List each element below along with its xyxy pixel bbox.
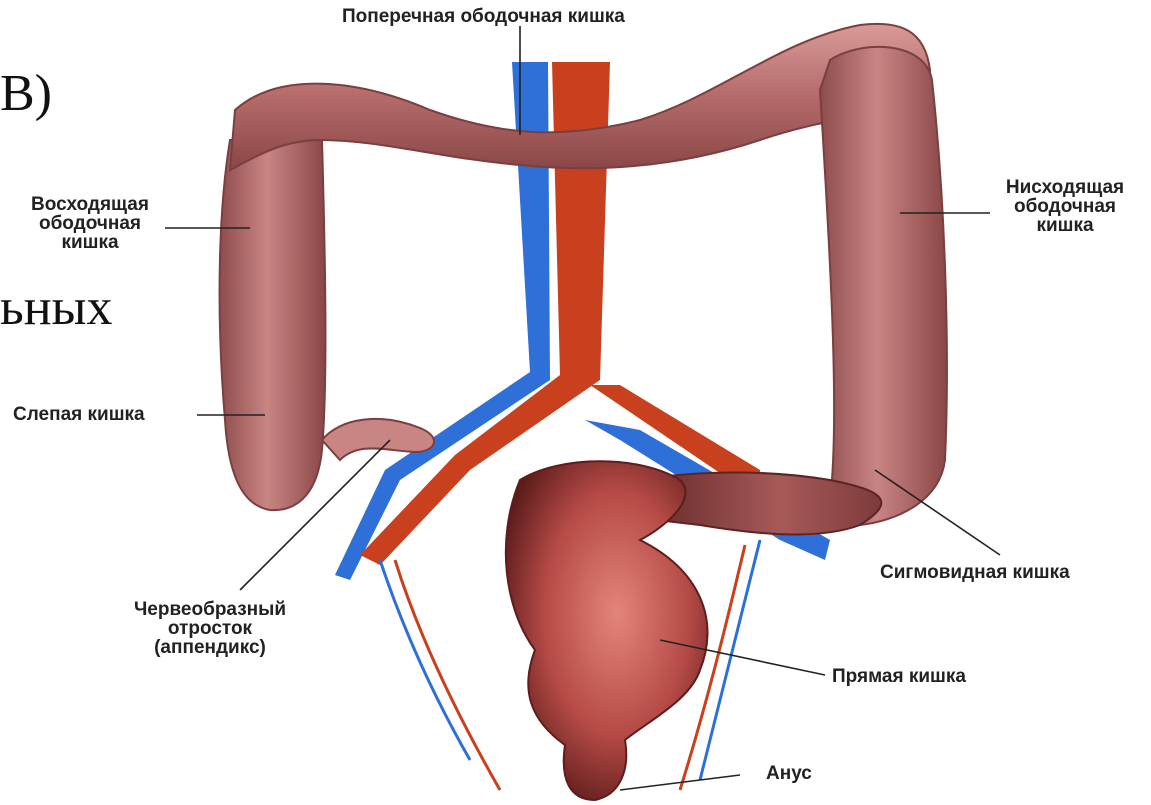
background-text-fragment-top: В) (0, 68, 52, 120)
rectum (506, 461, 708, 800)
descending-colon (820, 47, 947, 525)
label-appendix: Червеобразный отросток (аппендикс) (110, 600, 310, 657)
label-transverse-colon: Поперечная ободочная кишка (342, 7, 625, 26)
label-cecum: Слепая кишка (13, 405, 145, 424)
label-rectum: Прямая кишка (832, 667, 966, 686)
label-anus: Анус (766, 764, 812, 783)
ascending-colon (220, 140, 326, 510)
label-sigmoid-colon: Сигмовидная кишка (880, 563, 1070, 582)
label-ascending-colon: Восходящая ободочная кишка (15, 195, 165, 252)
background-text-fragment-mid: ьных (0, 282, 112, 334)
label-descending-colon: Нисходящая ободочная кишка (990, 178, 1140, 235)
